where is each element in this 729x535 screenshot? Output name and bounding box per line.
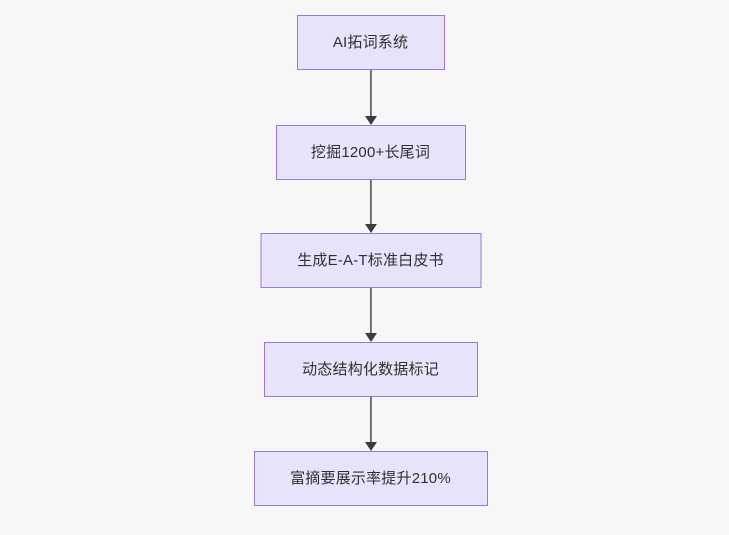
flowchart-node-3-label: 生成E-A-T标准白皮书 [297, 252, 444, 269]
down-arrow-icon [364, 116, 377, 125]
flowchart-node-5-label: 富摘要展示率提升210% [290, 470, 451, 487]
edge-line [369, 397, 372, 442]
down-arrow-icon [364, 442, 377, 451]
flowchart-node-5[interactable]: 富摘要展示率提升210% [253, 451, 488, 506]
flowchart-edge-1 [364, 70, 378, 125]
down-arrow-icon [364, 333, 377, 342]
flowchart-node-2-label: 挖掘1200+长尾词 [310, 144, 431, 161]
flowchart-node-1-label: AI拓词系统 [332, 34, 409, 51]
edge-line [369, 288, 372, 333]
flowchart-node-3[interactable]: 生成E-A-T标准白皮书 [260, 233, 481, 288]
edge-line [369, 70, 372, 116]
flowchart-edge-3 [364, 288, 378, 342]
flowchart-node-4-label: 动态结构化数据标记 [302, 361, 439, 378]
flowchart-node-4[interactable]: 动态结构化数据标记 [263, 342, 478, 397]
flowchart-node-1[interactable]: AI拓词系统 [296, 15, 445, 70]
flowchart-edge-4 [364, 397, 378, 451]
edge-line [369, 180, 372, 224]
down-arrow-icon [364, 224, 377, 233]
flowchart-edge-2 [364, 180, 378, 233]
flowchart-node-2[interactable]: 挖掘1200+长尾词 [275, 125, 466, 180]
